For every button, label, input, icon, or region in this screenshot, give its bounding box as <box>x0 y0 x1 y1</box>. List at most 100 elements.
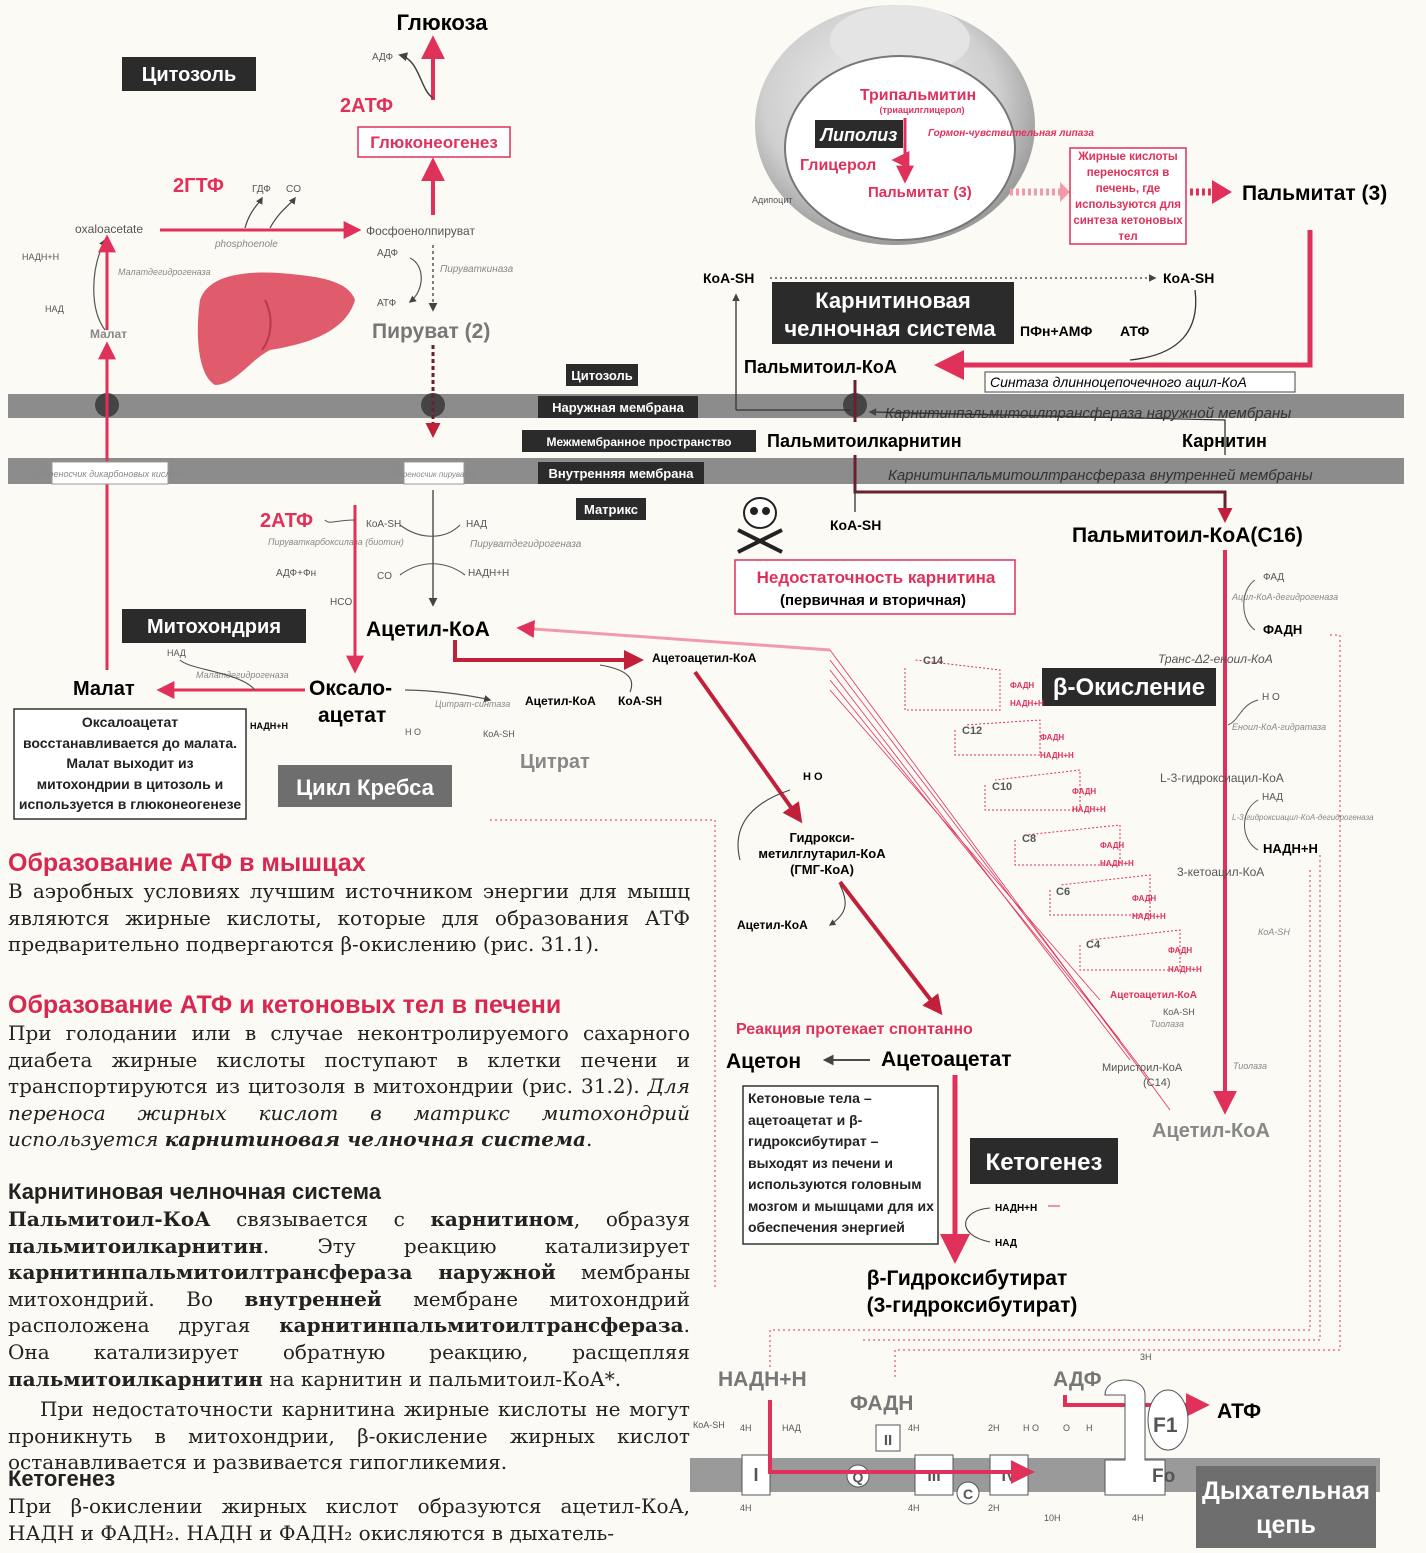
palmitoyl-coa-c16-label: Пальмитоил-КоА(C16) <box>1072 524 1303 547</box>
acyl-coa-dh-label: Ацил-КоА-дегидрогеназа <box>1231 592 1338 602</box>
coash-b-label: КоА-SH <box>1258 927 1290 937</box>
carnitine-shuttle-label-1: Карнитиновая <box>815 288 971 313</box>
arrow-carnitine-return <box>868 408 1226 455</box>
coash-krebs-label: КоА-SH <box>483 729 515 739</box>
oaa-label-2: ацетат <box>318 704 386 727</box>
f1-label: F1 <box>1153 1414 1178 1437</box>
complex-i-label: I <box>753 1465 758 1485</box>
resp-o2-label: O <box>1063 1423 1070 1433</box>
coash-left-label: КоА-SH <box>703 270 754 286</box>
heading-muscle: Образование АТФ в мышцах <box>8 849 366 877</box>
hydroxyacyl-label: L-3-гидроксиацил-КоА <box>1160 771 1284 785</box>
acyl-coa-synthase-box <box>984 371 1296 393</box>
dash-palmitate-head-1 <box>1060 182 1070 202</box>
ketoacyl-label: 3-кетоацил-КоА <box>1177 865 1264 879</box>
arc-coash-nad <box>399 524 461 537</box>
nadh-s1: НАДН+Н <box>1010 699 1044 708</box>
krebs-label: Цикл Кребса <box>296 775 435 800</box>
resp-10h-label: 10H <box>1044 1513 1061 1523</box>
glycerol-label: Глицерол <box>800 157 876 174</box>
nadh-s6: НАДН+Н <box>1168 965 1202 974</box>
malate-top-label: Малат <box>90 327 127 341</box>
resp-chain-box <box>1196 1466 1376 1548</box>
coash-b2-label: КоА-SH <box>1163 1007 1195 1017</box>
myristoyl-c-label: (C14) <box>1143 1077 1171 1089</box>
s1: Пальмитоил-КоА <box>8 1207 211 1231</box>
cytosol-label: Цитозоль <box>142 64 237 86</box>
s3: карнитином <box>430 1207 574 1231</box>
fadh2-label: ФАДН <box>1263 622 1302 637</box>
fadh2-s3: ФАДН <box>1072 787 1096 796</box>
resp-chain-label-2: цепь <box>1256 1511 1316 1539</box>
para-muscle: В аэробных условиях лучшим источником эн… <box>8 879 690 957</box>
fadh2-s4: ФАДН <box>1100 841 1124 850</box>
s13: пальмитоилкарнитин <box>8 1366 263 1391</box>
malate-note-box <box>13 708 247 820</box>
hydroxyacyl-dh-label: L-3-гидроксиацил-КоА-дегидрогеназа <box>1232 813 1374 822</box>
arrow-to-acetoacetate <box>838 880 943 1016</box>
ketone-note-fo: Кетоновые тела – ацетоацетат и β-гидрокс… <box>748 1090 934 1235</box>
pyr-carboxylase-label: Пируваткарбоксилаза (биотин) <box>268 537 404 547</box>
resp-nadh-label: НАДН+Н <box>718 1368 807 1391</box>
mem-matrix-box <box>576 498 646 520</box>
mem-outer-label: Наружная мембрана <box>552 400 684 415</box>
acetone-label: Ацетон <box>726 1050 801 1073</box>
acetoacetyl-b-label: Ацетоацетил-КоА <box>1110 990 1197 1001</box>
section-shuttle: Карнитиновая челночная система Пальмитои… <box>8 1178 690 1476</box>
malate-label: Малат <box>73 678 135 700</box>
myristoyl-label: Миристоил-КоА <box>1102 1062 1183 1074</box>
fad-label: ФАД <box>1263 572 1284 583</box>
mem-outer-box <box>538 396 698 418</box>
coash-mid-label: КоА-SH <box>366 519 401 530</box>
arc-fad <box>1243 579 1256 631</box>
palmitoylcarnitine-label: Пальмитоилкарнитин <box>767 431 962 451</box>
complex-ii-box <box>875 1424 901 1452</box>
c-label: C <box>963 1486 973 1502</box>
fadh2-s6: ФАДН <box>1168 946 1192 955</box>
cpt-inner-label: Карнитинпальмитоилтрансфераза внутренней… <box>888 467 1313 484</box>
nadh-mid-label: НАДН+Н <box>468 568 509 579</box>
atp-mid-label: АТФ <box>377 298 397 309</box>
ppi-amp-label: ПФн+АМФ <box>1020 323 1092 339</box>
glucose-label: Глюкоза <box>397 10 489 35</box>
f0-label: Fo <box>1152 1466 1175 1487</box>
c8-label: C8 <box>1022 833 1036 845</box>
coash-right-label: КоА-SH <box>1163 270 1214 286</box>
atp-synthase <box>1104 1379 1189 1496</box>
section-keto: Кетогенез При β-окислении жирных кислот … <box>8 1465 690 1546</box>
resp-4h-label: 4H <box>740 1423 752 1433</box>
citrate-label: Цитрат <box>520 751 590 773</box>
acetyl-coa3-label: Ацетил-КоА <box>737 918 808 932</box>
mem-matrix-label: Матрикс <box>584 502 638 517</box>
arc-h2o-hmg <box>737 789 791 861</box>
arrow-acetylcoa-from-beta <box>516 620 831 652</box>
nad-b-label: НАД <box>1262 792 1283 803</box>
heading-liver: Образование АТФ и кетоновых тел в печени <box>8 991 562 1019</box>
q-label: Q <box>853 1469 864 1485</box>
resp-4h-c: 4H <box>740 1503 752 1513</box>
nad-mito-label: НАД <box>167 648 186 658</box>
mitochondria-box <box>122 609 306 643</box>
para-liver: При голодании или в случае неконтролируе… <box>8 1020 690 1153</box>
adp-top-label: АДФ <box>372 52 394 63</box>
c14-label: C14 <box>923 655 944 667</box>
nadh-s4: НАДН+Н <box>1100 859 1134 868</box>
arrow-electron-flow <box>768 1400 1035 1484</box>
malate-note-label: Оксалоацетат восстанавливается до малата… <box>18 714 242 812</box>
nad-keto-label: НАД <box>995 1238 1017 1249</box>
h2o-krebs-label: H O <box>405 727 421 737</box>
arc-nad <box>1244 799 1259 851</box>
tripalmitin-label: Трипальмитин <box>860 87 976 104</box>
nadh-s3: НАДН+Н <box>1072 805 1106 814</box>
ketogenesis-label: Кетогенез <box>986 1149 1103 1176</box>
section-muscle: Образование АТФ в мышцах В аэробных усло… <box>8 848 690 958</box>
dotted-nadh <box>860 855 1321 1341</box>
h2o-b-label: H O <box>1262 692 1280 703</box>
arrow-malate-dh-left <box>93 238 106 331</box>
resp-fadh2-label: ФАДН <box>850 1392 913 1415</box>
nadh-s2: НАДН+Н <box>1040 751 1074 760</box>
adp-mid-label: АДФ <box>377 248 399 259</box>
gtp2-label: 2ГТФ <box>173 175 224 197</box>
palmitate-right-label: Пальмитат (3) <box>1242 182 1387 205</box>
mem-cytosol-box <box>566 364 638 386</box>
